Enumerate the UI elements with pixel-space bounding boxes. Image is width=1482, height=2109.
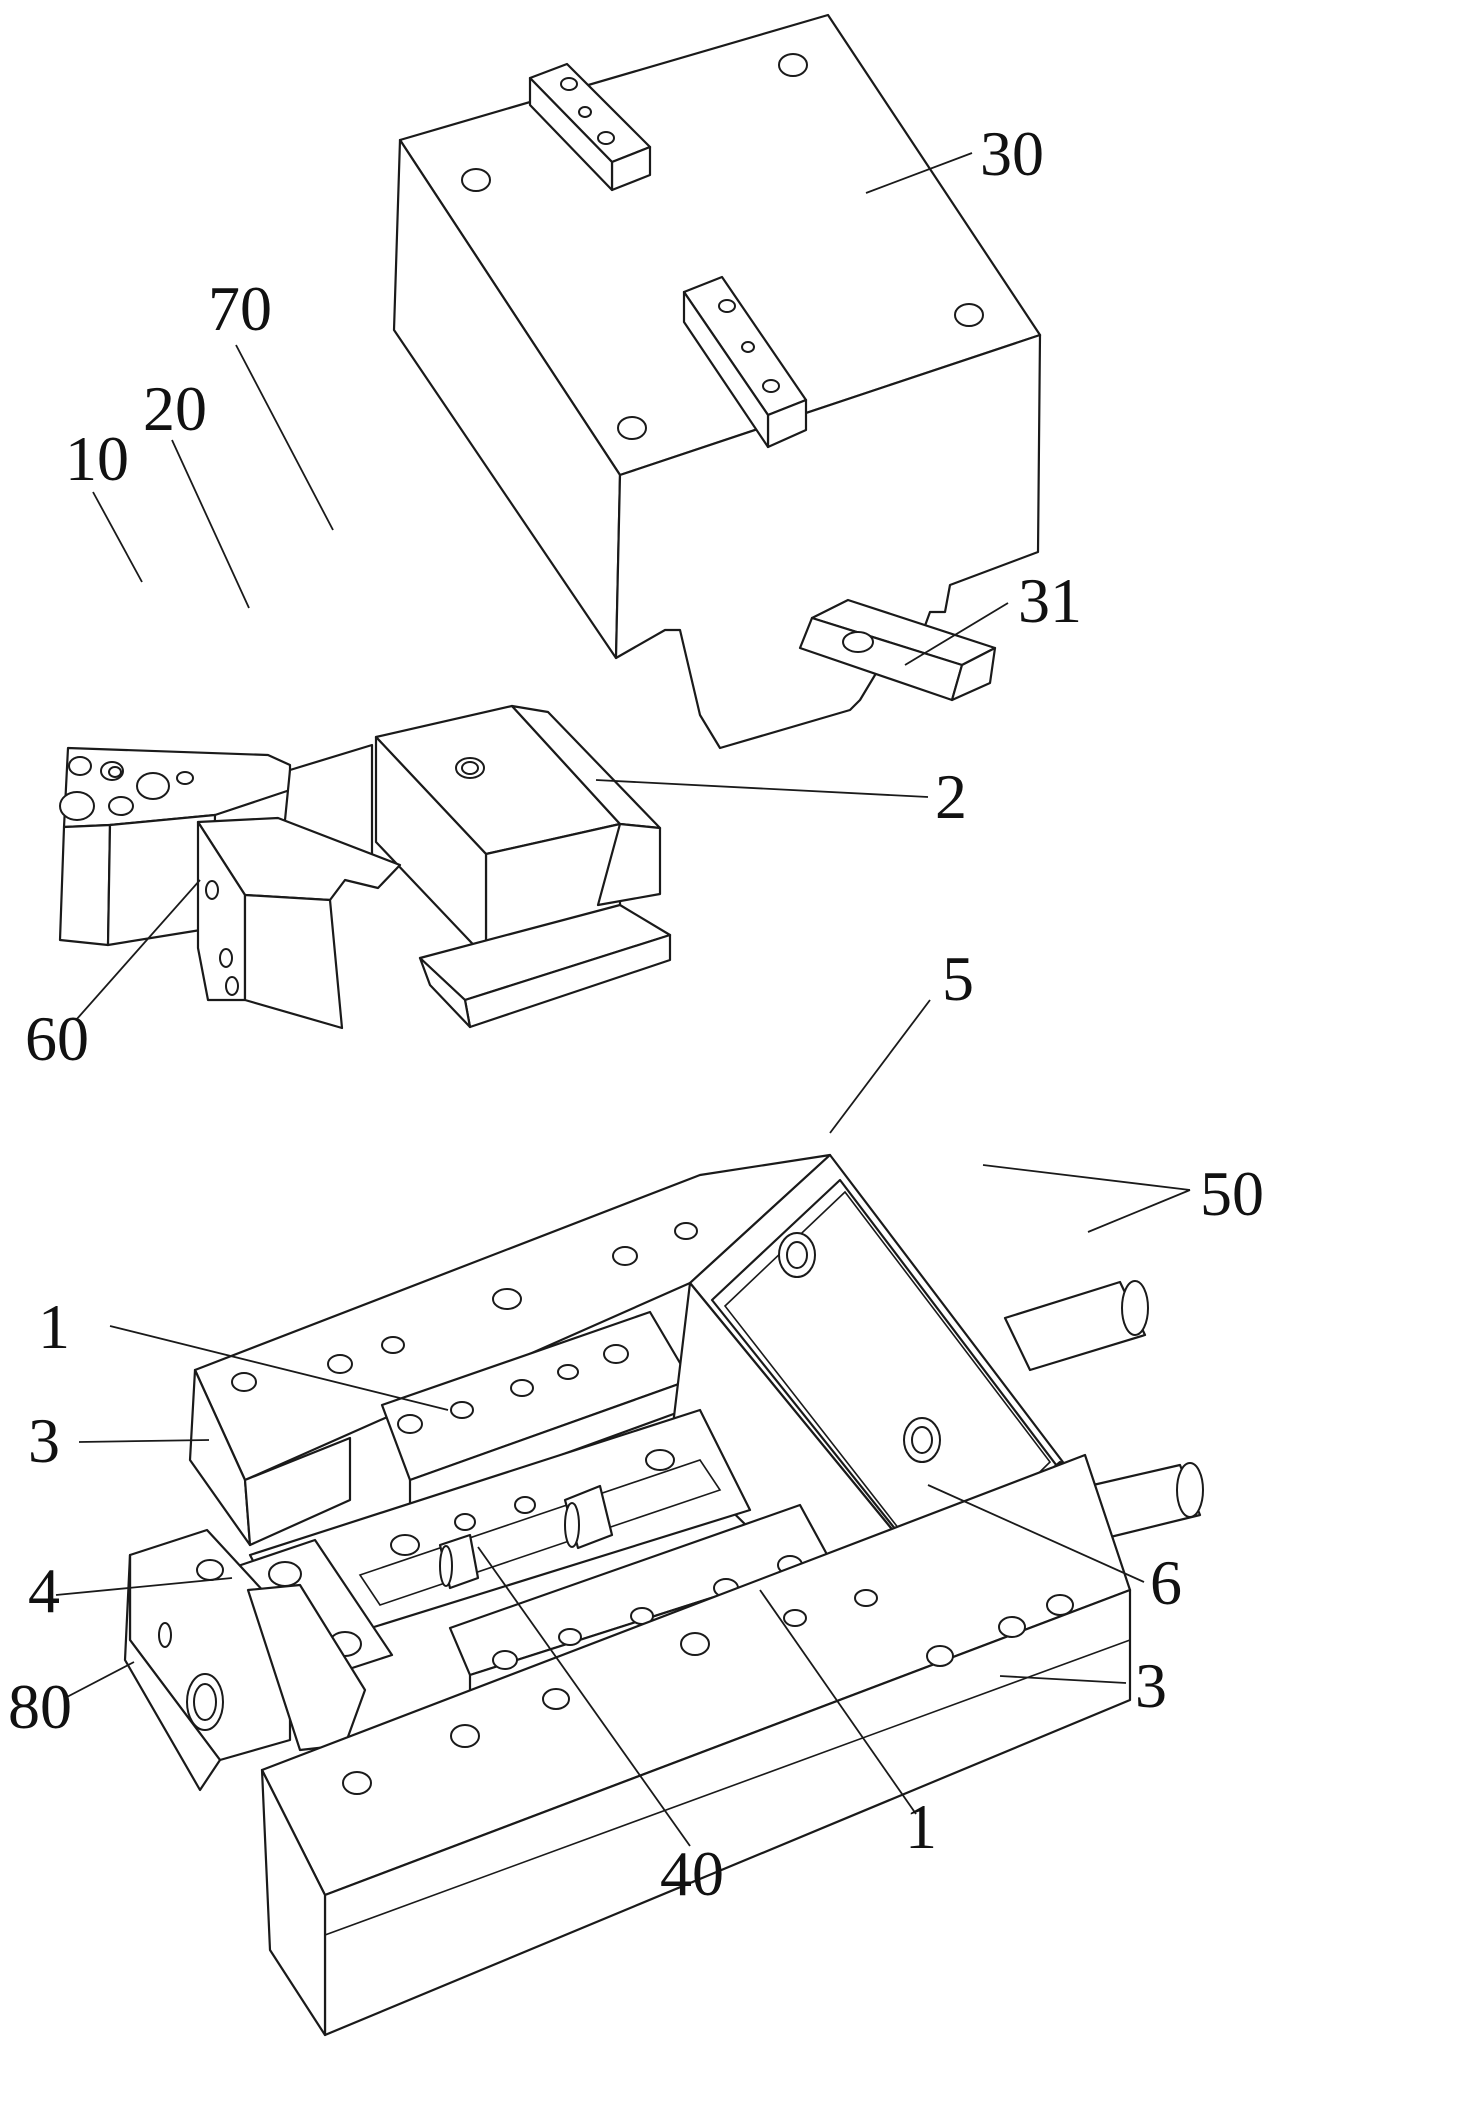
label-40: 40 bbox=[660, 1838, 724, 1909]
leader-80 bbox=[65, 1662, 134, 1698]
label-70: 70 bbox=[208, 273, 272, 344]
leader-20 bbox=[172, 440, 249, 608]
label-2: 2 bbox=[935, 761, 967, 832]
label-50: 50 bbox=[1200, 1158, 1264, 1229]
label-20: 20 bbox=[143, 373, 207, 444]
label-60: 60 bbox=[25, 1003, 89, 1074]
label-5: 5 bbox=[942, 943, 974, 1014]
label-80: 80 bbox=[8, 1671, 72, 1742]
part-70-slider bbox=[376, 706, 670, 1027]
label-6: 6 bbox=[1150, 1547, 1182, 1618]
leader-50b bbox=[1088, 1190, 1190, 1232]
leader-3a bbox=[79, 1440, 209, 1442]
label-30: 30 bbox=[980, 118, 1044, 189]
leader-70 bbox=[236, 345, 333, 530]
label-10: 10 bbox=[65, 423, 129, 494]
label-3-rear: 3 bbox=[28, 1405, 60, 1476]
label-3-front: 3 bbox=[1135, 1650, 1167, 1721]
label-4: 4 bbox=[28, 1555, 60, 1626]
leader-2 bbox=[596, 780, 928, 797]
leader-5 bbox=[830, 1000, 930, 1133]
leader-10 bbox=[93, 492, 142, 582]
leader-50a bbox=[983, 1165, 1190, 1190]
label-1-lower: 1 bbox=[905, 1791, 937, 1862]
label-1-upper: 1 bbox=[38, 1291, 70, 1362]
label-31: 31 bbox=[1018, 565, 1082, 636]
